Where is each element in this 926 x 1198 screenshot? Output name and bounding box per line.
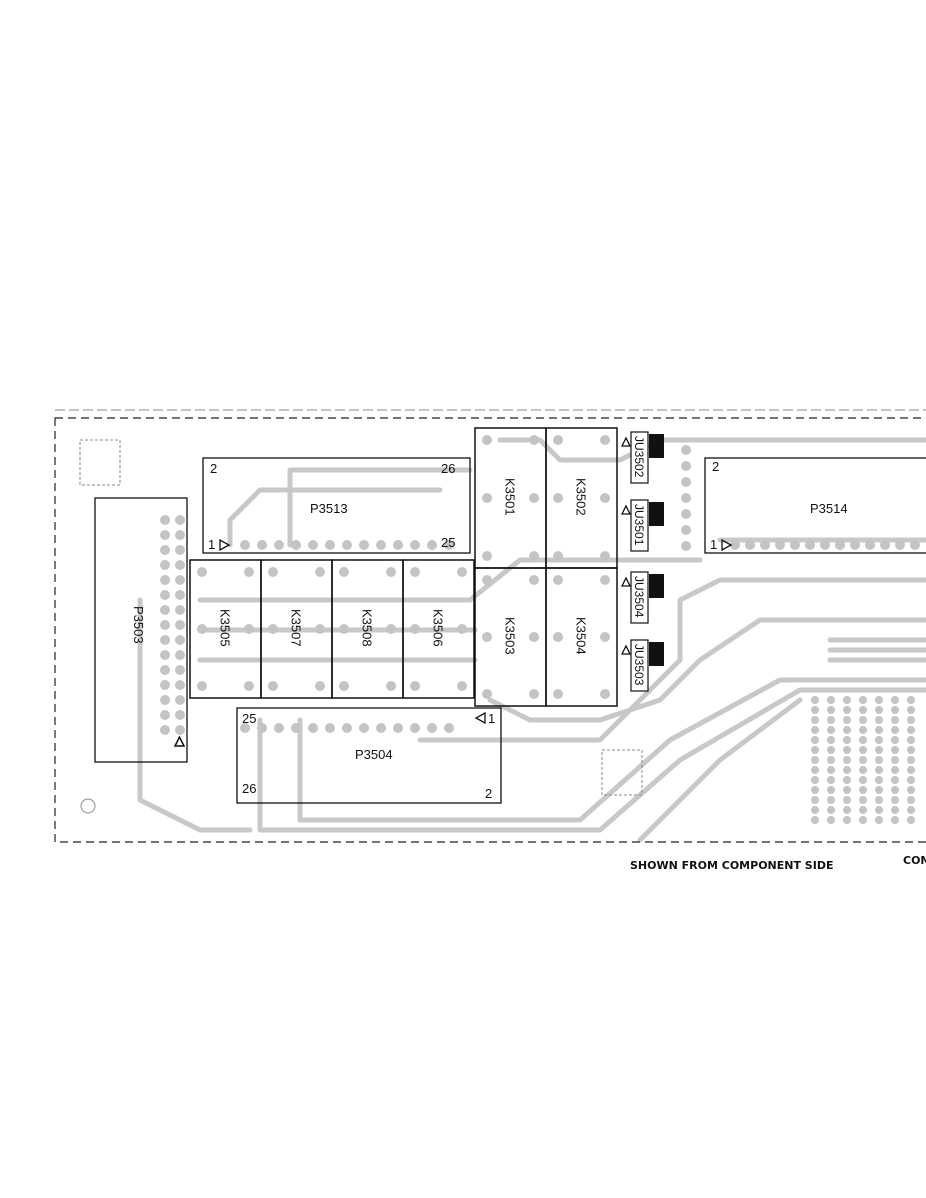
connector-p3513: 2 26 1 25 P3513 [202, 457, 471, 554]
relay-label: K3501 [503, 478, 518, 516]
relay-label: K3507 [289, 609, 304, 647]
relay-label: K3503 [503, 617, 518, 655]
connector-label: P3513 [310, 501, 348, 516]
jumper-label: JU3502 [632, 436, 646, 478]
relay-k3501: K3501 [474, 427, 547, 569]
jumper-ju3504: JU3504 [620, 571, 664, 624]
pin-label: 2 [712, 459, 719, 474]
relay-k3506: K3506 [402, 559, 475, 699]
connector-label: P3514 [810, 501, 848, 516]
board-outline [54, 417, 926, 843]
caption: SHOWN FROM COMPONENT SIDE [630, 859, 833, 872]
jumper-ju3502: JU3502 [620, 431, 664, 484]
pin-label: 2 [485, 786, 492, 801]
relay-k3507: K3507 [260, 559, 333, 699]
fiducial-icon [80, 798, 96, 814]
pads [160, 445, 920, 824]
relay-label: K3505 [218, 609, 233, 647]
jumper-label: JU3501 [632, 504, 646, 546]
pin1-triangle-icon [620, 504, 632, 515]
connector-label: P3503 [131, 606, 146, 644]
connector-p3514: 2 1 P3514 [704, 457, 926, 554]
pin1-triangle-icon [721, 538, 733, 552]
pin-label: 26 [441, 461, 455, 476]
pin-label: 1 [208, 537, 215, 552]
relay-k3505: K3505 [189, 559, 262, 699]
pin1-triangle-icon [474, 711, 486, 725]
jumper-label: JU3504 [632, 576, 646, 618]
mounting-hole-icon [601, 749, 643, 796]
pin-label: 1 [710, 537, 717, 552]
pin-label: 1 [488, 711, 495, 726]
connector-p3504: 25 1 26 2 P3504 [236, 707, 502, 804]
relay-k3508: K3508 [331, 559, 404, 699]
relay-label: K3502 [574, 478, 589, 516]
pin-label: 2 [210, 461, 217, 476]
pin1-triangle-icon [620, 436, 632, 447]
relay-k3502: K3502 [545, 427, 618, 569]
pin-label: 25 [242, 711, 256, 726]
connector-p3503: P3503 [94, 497, 188, 763]
connector-label: P3504 [355, 747, 393, 762]
relay-k3504: K3504 [545, 567, 618, 707]
jumper-label: JU3503 [632, 644, 646, 686]
pin1-triangle-icon [620, 644, 632, 655]
caption-cut: COM [903, 854, 926, 867]
pin-label: 26 [242, 781, 256, 796]
pin-label: 25 [441, 535, 455, 550]
relay-label: K3506 [431, 609, 446, 647]
mounting-hole-icon [79, 439, 121, 486]
relay-label: K3504 [574, 617, 589, 655]
jumper-ju3501: JU3501 [620, 499, 664, 552]
relay-label: K3508 [360, 609, 375, 647]
jumper-ju3503: JU3503 [620, 639, 664, 692]
pin1-triangle-icon [173, 735, 186, 747]
pin1-triangle-icon [219, 538, 231, 552]
pin1-triangle-icon [620, 576, 632, 587]
